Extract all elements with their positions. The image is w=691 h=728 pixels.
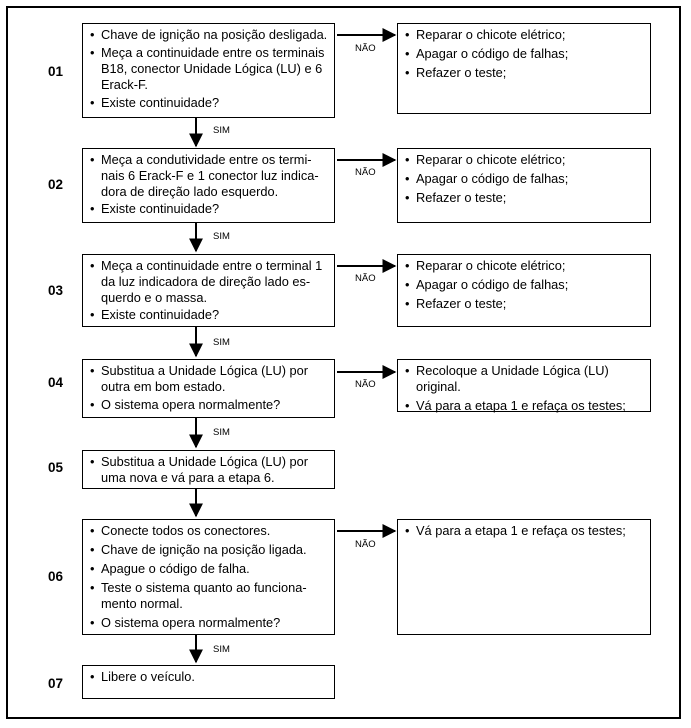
step-box-04: Substitua a Unidade Lógica (LU) por outr… [82, 359, 335, 418]
step-item: Chave de ignição na posição desligada. [89, 27, 328, 43]
action-item: Vá para a etapa 1 e refaça os testes; [404, 398, 644, 414]
step-item: Apague o código de falha. [89, 561, 328, 577]
step-number: 01 [48, 64, 64, 79]
no-label: NÃO [355, 539, 376, 550]
step-number: 07 [48, 676, 64, 691]
no-action-box-06: Vá para a etapa 1 e refaça os testes; [397, 519, 651, 635]
no-action-box-04: Recoloque a Unidade Lógica (LU) original… [397, 359, 651, 414]
no-label: NÃO [355, 167, 376, 178]
step-number: 03 [48, 283, 64, 298]
step-item: O sistema opera normalmente? [89, 397, 328, 413]
step-item: Conecte todos os conectores. [89, 523, 328, 539]
yes-label: SIM [213, 231, 230, 242]
yes-label: SIM [213, 337, 230, 348]
step-number: 06 [48, 569, 64, 584]
step-number: 05 [48, 460, 64, 475]
action-item: Vá para a etapa 1 e refaça os testes; [404, 523, 644, 539]
step-box-05: Substitua a Unidade Lógica (LU) por uma … [82, 450, 335, 489]
step-item: Meça a condutividade entre os termi-nais… [89, 152, 328, 200]
step-box-03: Meça a continuidade entre o terminal 1 d… [82, 254, 335, 327]
no-action-box-01: Reparar o chicote elétrico; Apagar o cód… [397, 23, 651, 114]
action-item: Apagar o código de falhas; [404, 171, 644, 187]
action-item: Refazer o teste; [404, 65, 644, 81]
step-item: Libere o veículo. [89, 669, 328, 685]
step-item: Existe continuidade? [89, 201, 328, 217]
action-item: Refazer o teste; [404, 190, 644, 206]
step-item: Teste o sistema quanto ao funciona-mento… [89, 580, 328, 612]
no-action-box-03: Reparar o chicote elétrico; Apagar o cód… [397, 254, 651, 327]
no-label: NÃO [355, 43, 376, 54]
step-item: Existe continuidade? [89, 307, 328, 323]
step-box-07: Libere o veículo. [82, 665, 335, 699]
no-action-box-02: Reparar o chicote elétrico; Apagar o cód… [397, 148, 651, 223]
action-item: Refazer o teste; [404, 296, 644, 312]
step-number: 04 [48, 375, 64, 390]
action-item: Reparar o chicote elétrico; [404, 27, 644, 43]
action-item: Recoloque a Unidade Lógica (LU) original… [404, 363, 644, 395]
no-label: NÃO [355, 379, 376, 390]
step-box-01: Chave de ignição na posição desligada. M… [82, 23, 335, 118]
action-item: Reparar o chicote elétrico; [404, 258, 644, 274]
step-box-02: Meça a condutividade entre os termi-nais… [82, 148, 335, 223]
diagram-frame [6, 6, 681, 719]
action-item: Apagar o código de falhas; [404, 46, 644, 62]
action-item: Apagar o código de falhas; [404, 277, 644, 293]
action-item: Reparar o chicote elétrico; [404, 152, 644, 168]
step-item: Chave de ignição na posição ligada. [89, 542, 328, 558]
step-item: Meça a continuidade entre os terminais B… [89, 45, 328, 93]
step-item: Existe continuidade? [89, 95, 328, 111]
step-item: Meça a continuidade entre o terminal 1 d… [89, 258, 328, 306]
no-label: NÃO [355, 273, 376, 284]
step-item: Substitua a Unidade Lógica (LU) por outr… [89, 363, 328, 395]
yes-label: SIM [213, 644, 230, 655]
step-number: 02 [48, 177, 64, 192]
step-item: O sistema opera normalmente? [89, 615, 328, 631]
yes-label: SIM [213, 427, 230, 438]
step-item: Substitua a Unidade Lógica (LU) por uma … [89, 454, 328, 486]
yes-label: SIM [213, 125, 230, 136]
step-box-06: Conecte todos os conectores. Chave de ig… [82, 519, 335, 635]
